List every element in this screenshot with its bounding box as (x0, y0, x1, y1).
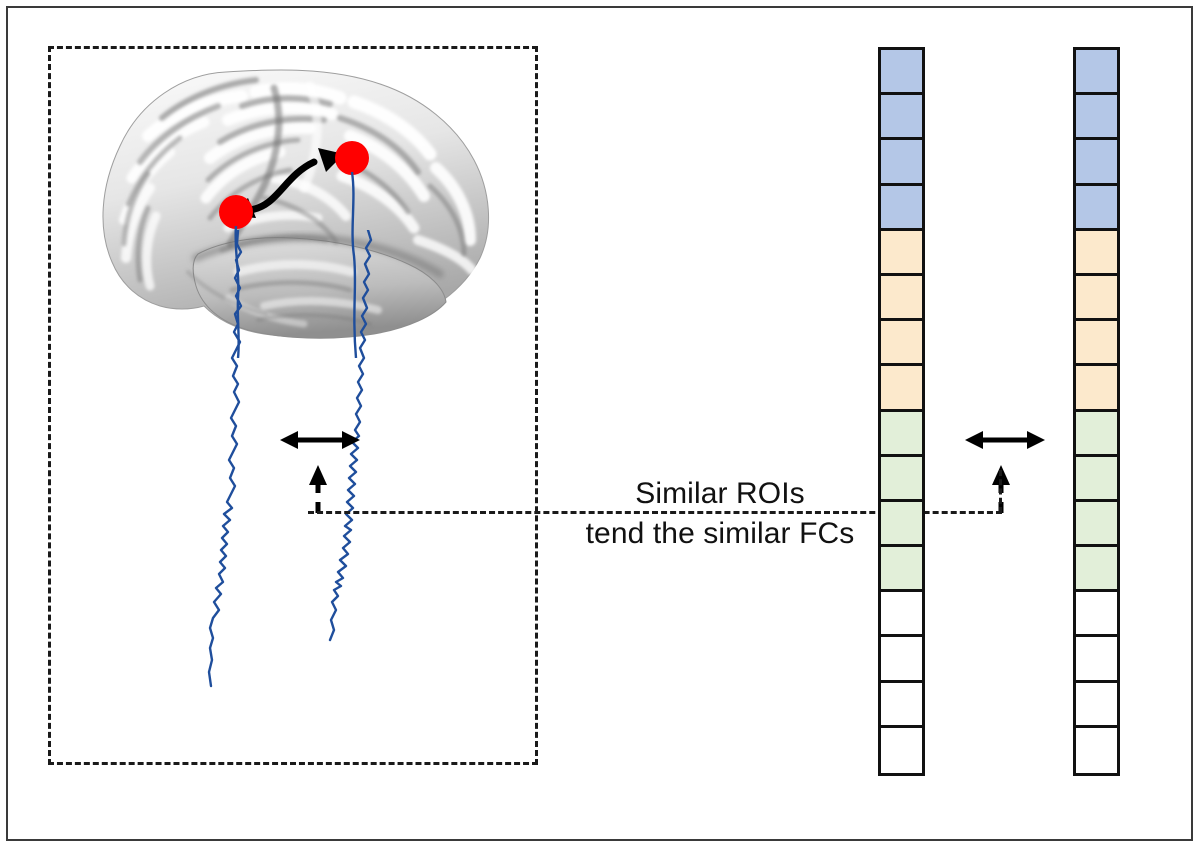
fc-cell (1076, 637, 1117, 683)
fc-cell (881, 185, 922, 231)
bold-timeseries-group (207, 230, 373, 688)
fc-cell (1076, 411, 1117, 457)
fc-cell (1076, 185, 1117, 231)
fc-cell (1076, 727, 1117, 773)
fc-cell (881, 366, 922, 412)
fc-cell (881, 230, 922, 276)
roi-marker-left (219, 195, 253, 229)
caption-line-1: Similar ROIs (635, 477, 805, 510)
fc-cell (1076, 682, 1117, 728)
fc-vector-column-right (1073, 47, 1120, 776)
fc-cell (1076, 230, 1117, 276)
brain-illustration (78, 58, 498, 358)
fc-cell (881, 682, 922, 728)
fc-cell (881, 411, 922, 457)
fc-cell (881, 547, 922, 593)
fc-cell (1076, 592, 1117, 638)
bold-timeseries-left (207, 230, 243, 688)
fc-cell (881, 321, 922, 367)
fc-cell (881, 501, 922, 548)
fc-cell (881, 592, 922, 638)
bold-timeseries-right (328, 230, 373, 642)
similarity-riser-arrow (309, 465, 327, 513)
fc-cell (1076, 366, 1117, 412)
outer-frame-border (6, 6, 1193, 841)
fc-vector-column-left (878, 47, 925, 776)
fc-cell (1076, 456, 1117, 502)
fc-cell (1076, 547, 1117, 593)
similarity-connector-dashed-line (308, 511, 1002, 514)
fc-cell (881, 727, 922, 773)
right-similarity-arrows (965, 431, 1045, 513)
fc-cell (881, 95, 922, 141)
left-similarity-arrows (280, 431, 360, 513)
caption-text: Similar ROIs tend the similar FCs (560, 474, 880, 554)
fc-cell (881, 275, 922, 322)
fc-cell (1076, 50, 1117, 96)
brain-surface-svg (102, 69, 489, 358)
fc-cell (1076, 140, 1117, 186)
fc-cell (1076, 95, 1117, 141)
fc-cell (1076, 501, 1117, 548)
fc-cell (881, 140, 922, 186)
similarity-connector-riser (999, 470, 1002, 513)
similarity-double-arrow (965, 431, 1045, 449)
gyri-highlights (119, 82, 477, 328)
fc-cell (881, 456, 922, 502)
caption-line-2: tend the similar FCs (585, 517, 855, 550)
fc-cell (1076, 321, 1117, 367)
similarity-double-arrow (280, 431, 360, 449)
brain-panel-dashed-border (48, 46, 538, 765)
fc-cell (1076, 275, 1117, 322)
fc-cell (881, 50, 922, 96)
roi-marker-right (335, 141, 369, 175)
fc-cell (881, 637, 922, 683)
